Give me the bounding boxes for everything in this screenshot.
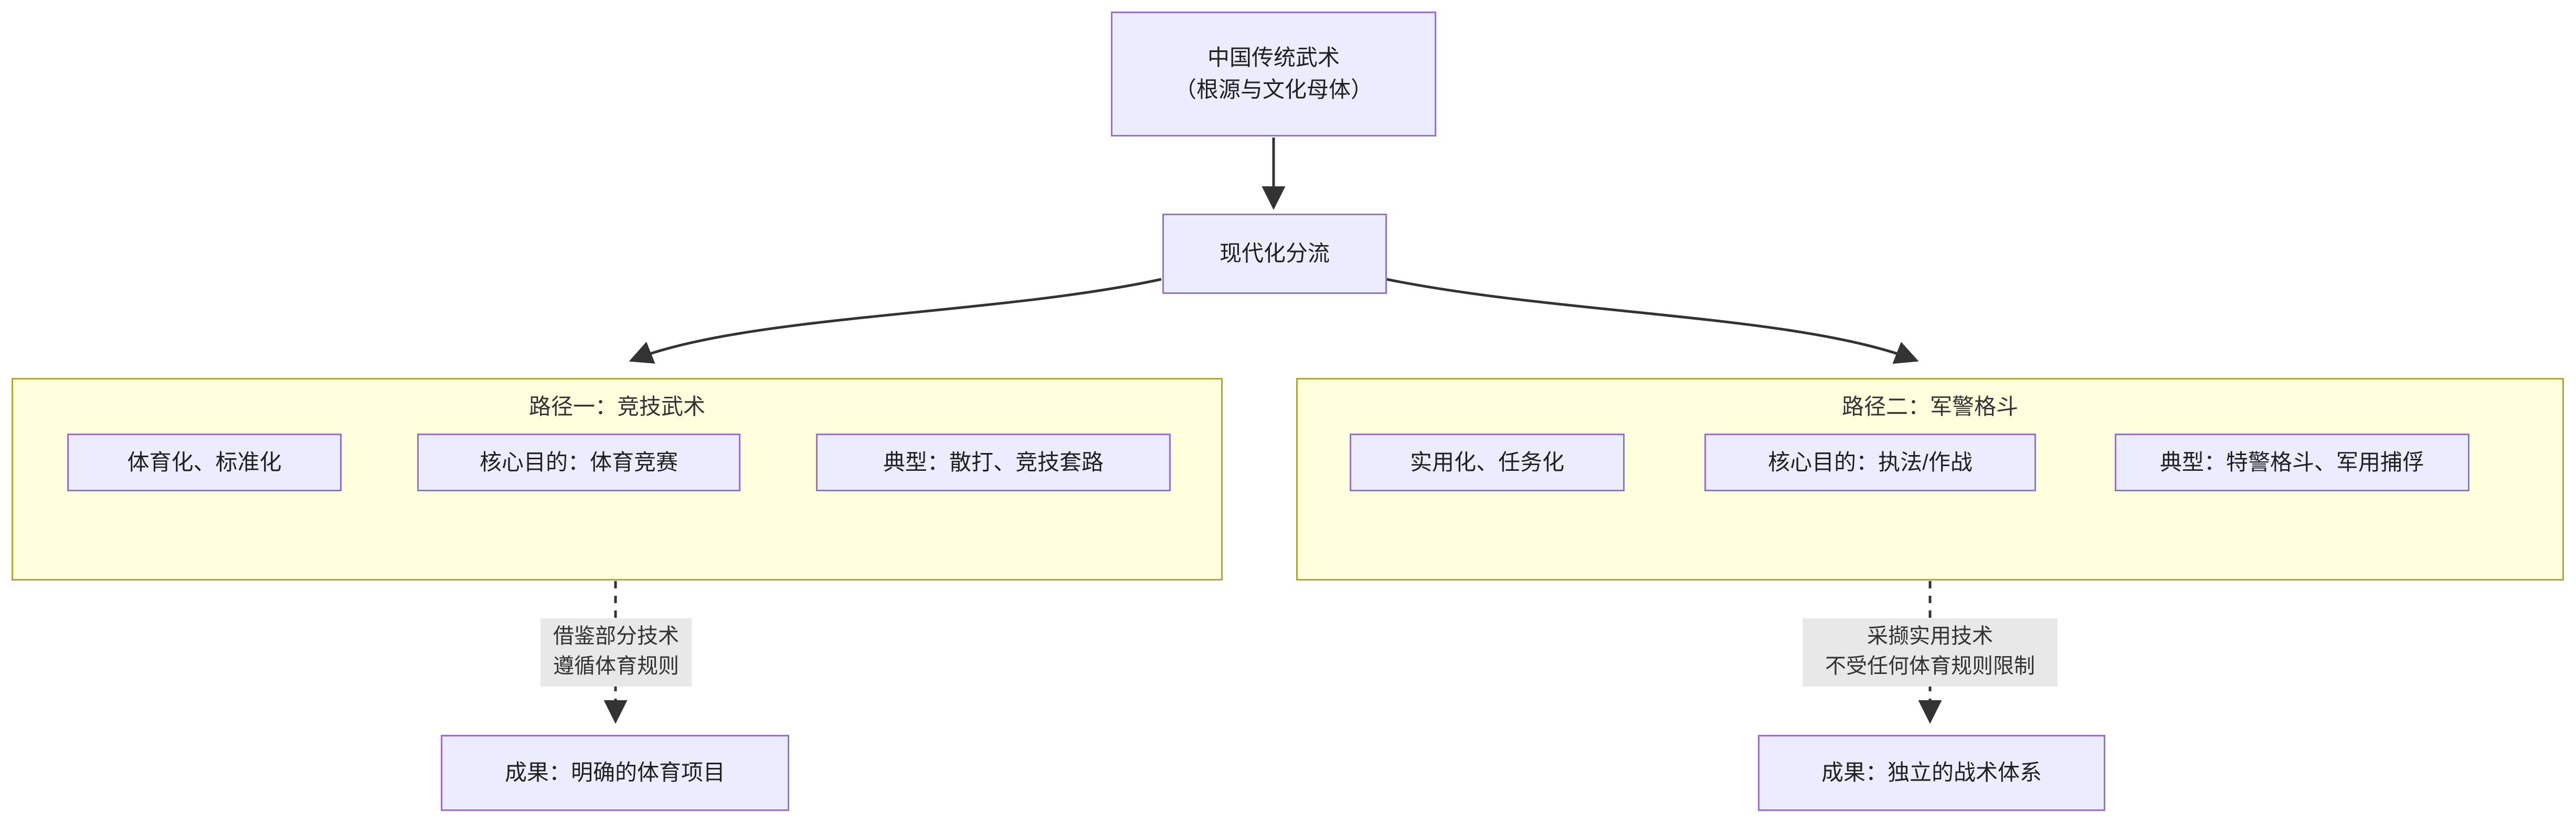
node-path-one-item-2[interactable]: 核心目的：体育竞赛 xyxy=(417,434,740,491)
edge-split-to-path-one xyxy=(629,278,1162,364)
node-path-two-item-1[interactable]: 实用化、任务化 xyxy=(1350,434,1625,491)
node-root[interactable]: 中国传统武术 （根源与文化母体） xyxy=(1111,12,1436,136)
node-path-two-item-2[interactable]: 核心目的：执法/作战 xyxy=(1704,434,2036,491)
node-path-one-item-1[interactable]: 体育化、标准化 xyxy=(67,434,342,491)
cluster-path-one-title: 路径一：竞技武术 xyxy=(528,394,705,419)
node-path-two-item-3[interactable]: 典型：特警格斗、军用捕俘 xyxy=(2115,434,2469,491)
edge-label-path-two: 采撷实用技术 不受任何体育规则限制 xyxy=(1803,618,2058,687)
edge-label-path-one: 借鉴部分技术 遵循体育规则 xyxy=(540,618,692,687)
node-modernization-split[interactable]: 现代化分流 xyxy=(1162,214,1387,294)
node-path-one-item-3[interactable]: 典型：散打、竞技套路 xyxy=(816,434,1171,491)
node-result-one[interactable]: 成果：明确的体育项目 xyxy=(441,735,789,811)
node-result-two[interactable]: 成果：独立的战术体系 xyxy=(1758,735,2105,811)
cluster-path-two-title: 路径二：军警格斗 xyxy=(1841,394,2018,419)
edge-split-to-path-two xyxy=(1386,278,1919,364)
